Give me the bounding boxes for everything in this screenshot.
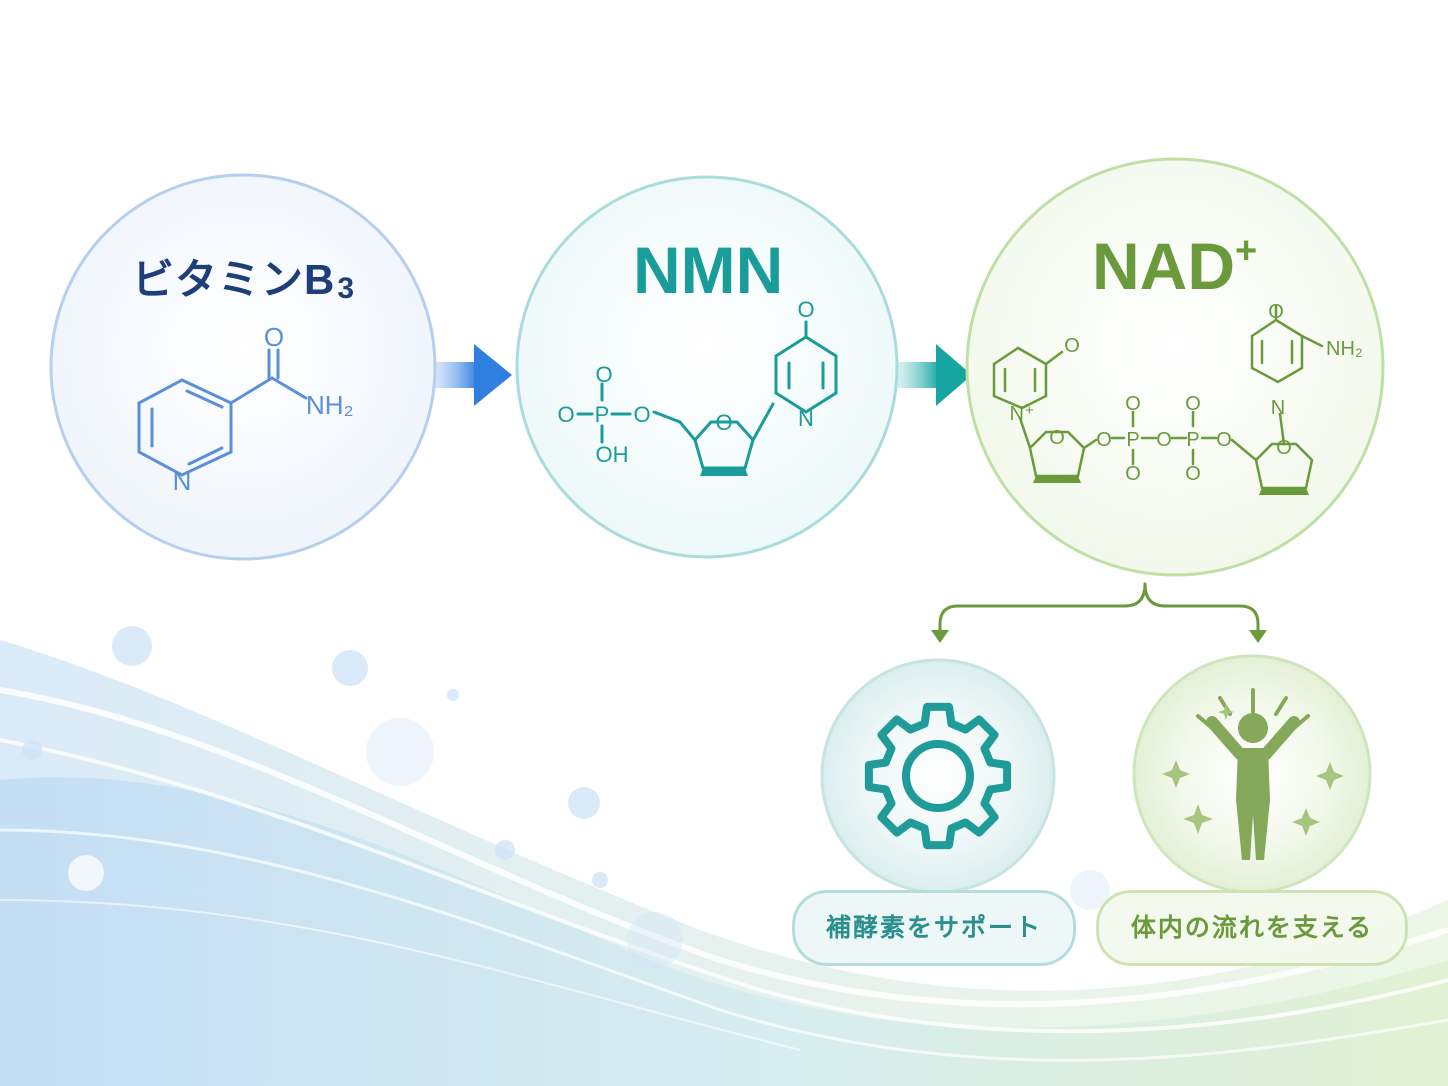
background-bokeh (22, 626, 1110, 968)
atom-n: N (173, 466, 192, 496)
background-waves (0, 640, 1448, 1086)
atom-o: O (797, 297, 814, 322)
vitamin-b3-title-subscript: 3 (337, 272, 356, 305)
atom-nh2: NH₂ (306, 390, 354, 420)
atom-n: N (798, 406, 814, 431)
atom-o: O (715, 410, 732, 435)
branch-arrowhead-left (931, 630, 949, 643)
atom-o: O (633, 402, 650, 427)
atom-o: O (1096, 429, 1112, 451)
atom-o: O (264, 322, 284, 352)
nmn-structure (576, 320, 838, 476)
nad-structure (992, 304, 1324, 495)
atom-o: O (1185, 463, 1201, 485)
effect-enzyme-label: 補酵素をサポート (792, 890, 1076, 966)
sparkle-icon (1162, 704, 1344, 836)
branch-arrowhead-right (1249, 630, 1267, 643)
atom-o: O (1156, 429, 1172, 451)
person-cheering-icon (1196, 688, 1310, 860)
nmn-title: NMN (633, 233, 784, 307)
atom-o: O (1276, 437, 1292, 459)
effect-enzyme-circle (820, 658, 1056, 894)
branch-connector (938, 582, 1260, 636)
atom-p: P (595, 402, 610, 427)
node-nmn: O O P O OH O N O (515, 175, 899, 559)
atom-o: O (1049, 427, 1065, 449)
nad-title: NAD+ (1092, 228, 1257, 304)
atom-o: O (1125, 463, 1141, 485)
vitamin-b3-title: ビタミンB3 (132, 246, 355, 307)
vitamin-b3-title-text: ビタミンB (132, 256, 336, 303)
node-vitamin-b3: O NH₂ N (49, 173, 437, 561)
atom-o: O (1268, 301, 1284, 323)
atom-oh: OH (596, 442, 629, 467)
atom-o: O (1064, 335, 1080, 357)
atom-nh2: NH₂ (1326, 338, 1363, 360)
atom-o: O (595, 362, 612, 387)
node-nad: N⁺ O O O P O O O P O O O O N O NH₂ (965, 157, 1385, 577)
effect-flow-label: 体内の流れを支える (1096, 890, 1408, 966)
atom-o: O (557, 402, 574, 427)
atom-p: P (1126, 429, 1139, 451)
nad-title-superscript: + (1235, 230, 1258, 272)
nicotinamide-structure (137, 348, 308, 477)
atom-n-plus: N⁺ (1010, 403, 1035, 425)
atom-o: O (1125, 393, 1141, 415)
effect-flow-circle (1132, 654, 1372, 894)
gear-icon (864, 702, 1012, 850)
nad-title-text: NAD (1092, 229, 1235, 303)
atom-o: O (1216, 429, 1232, 451)
atom-n: N (1271, 397, 1285, 419)
atom-o: O (1185, 393, 1201, 415)
atom-p: P (1186, 429, 1199, 451)
